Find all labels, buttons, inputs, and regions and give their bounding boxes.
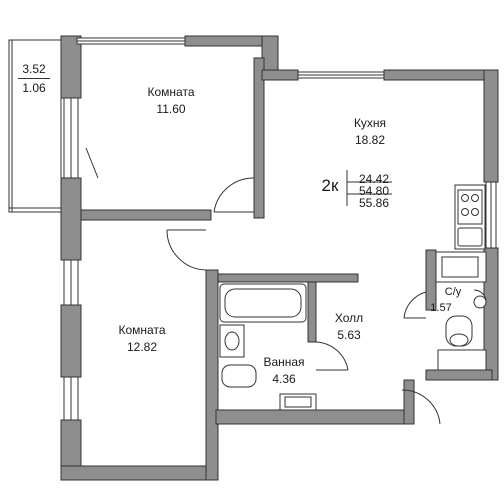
hall-area: 5.63 [337,328,361,342]
kitchen-appliances [435,184,487,283]
walls [60,35,499,481]
doors [85,147,441,425]
bathroom-fixtures [219,283,487,411]
total-with-balcony: 55.86 [359,196,390,210]
kitchen-name: Кухня [353,116,387,130]
balcony [8,39,62,213]
bathroom-name: Ванная [263,355,305,369]
wc-name: С/у [444,286,462,298]
hall-name: Холл [334,311,364,325]
rooms-count: 2к [321,176,339,195]
balcony-area-top: 3.52 [22,62,46,76]
wc-area: 1.57 [430,302,452,314]
room1-area: 11.60 [156,102,186,116]
living-area: 24.42 [359,172,390,186]
summary-table [346,170,392,206]
total-area: 54.80 [359,184,390,198]
room1-name: Комната [147,85,195,99]
balcony-divider [18,78,50,79]
apartment-summary: 2к 24.42 54.80 55.86 [314,170,390,210]
kitchen-area: 18.82 [354,133,386,147]
bathroom-area: 4.36 [272,372,296,386]
windows [63,37,497,421]
room2-name: Комната [118,323,166,337]
balcony-area-bottom: 1.06 [22,81,46,95]
room2-area: 12.82 [126,340,158,354]
